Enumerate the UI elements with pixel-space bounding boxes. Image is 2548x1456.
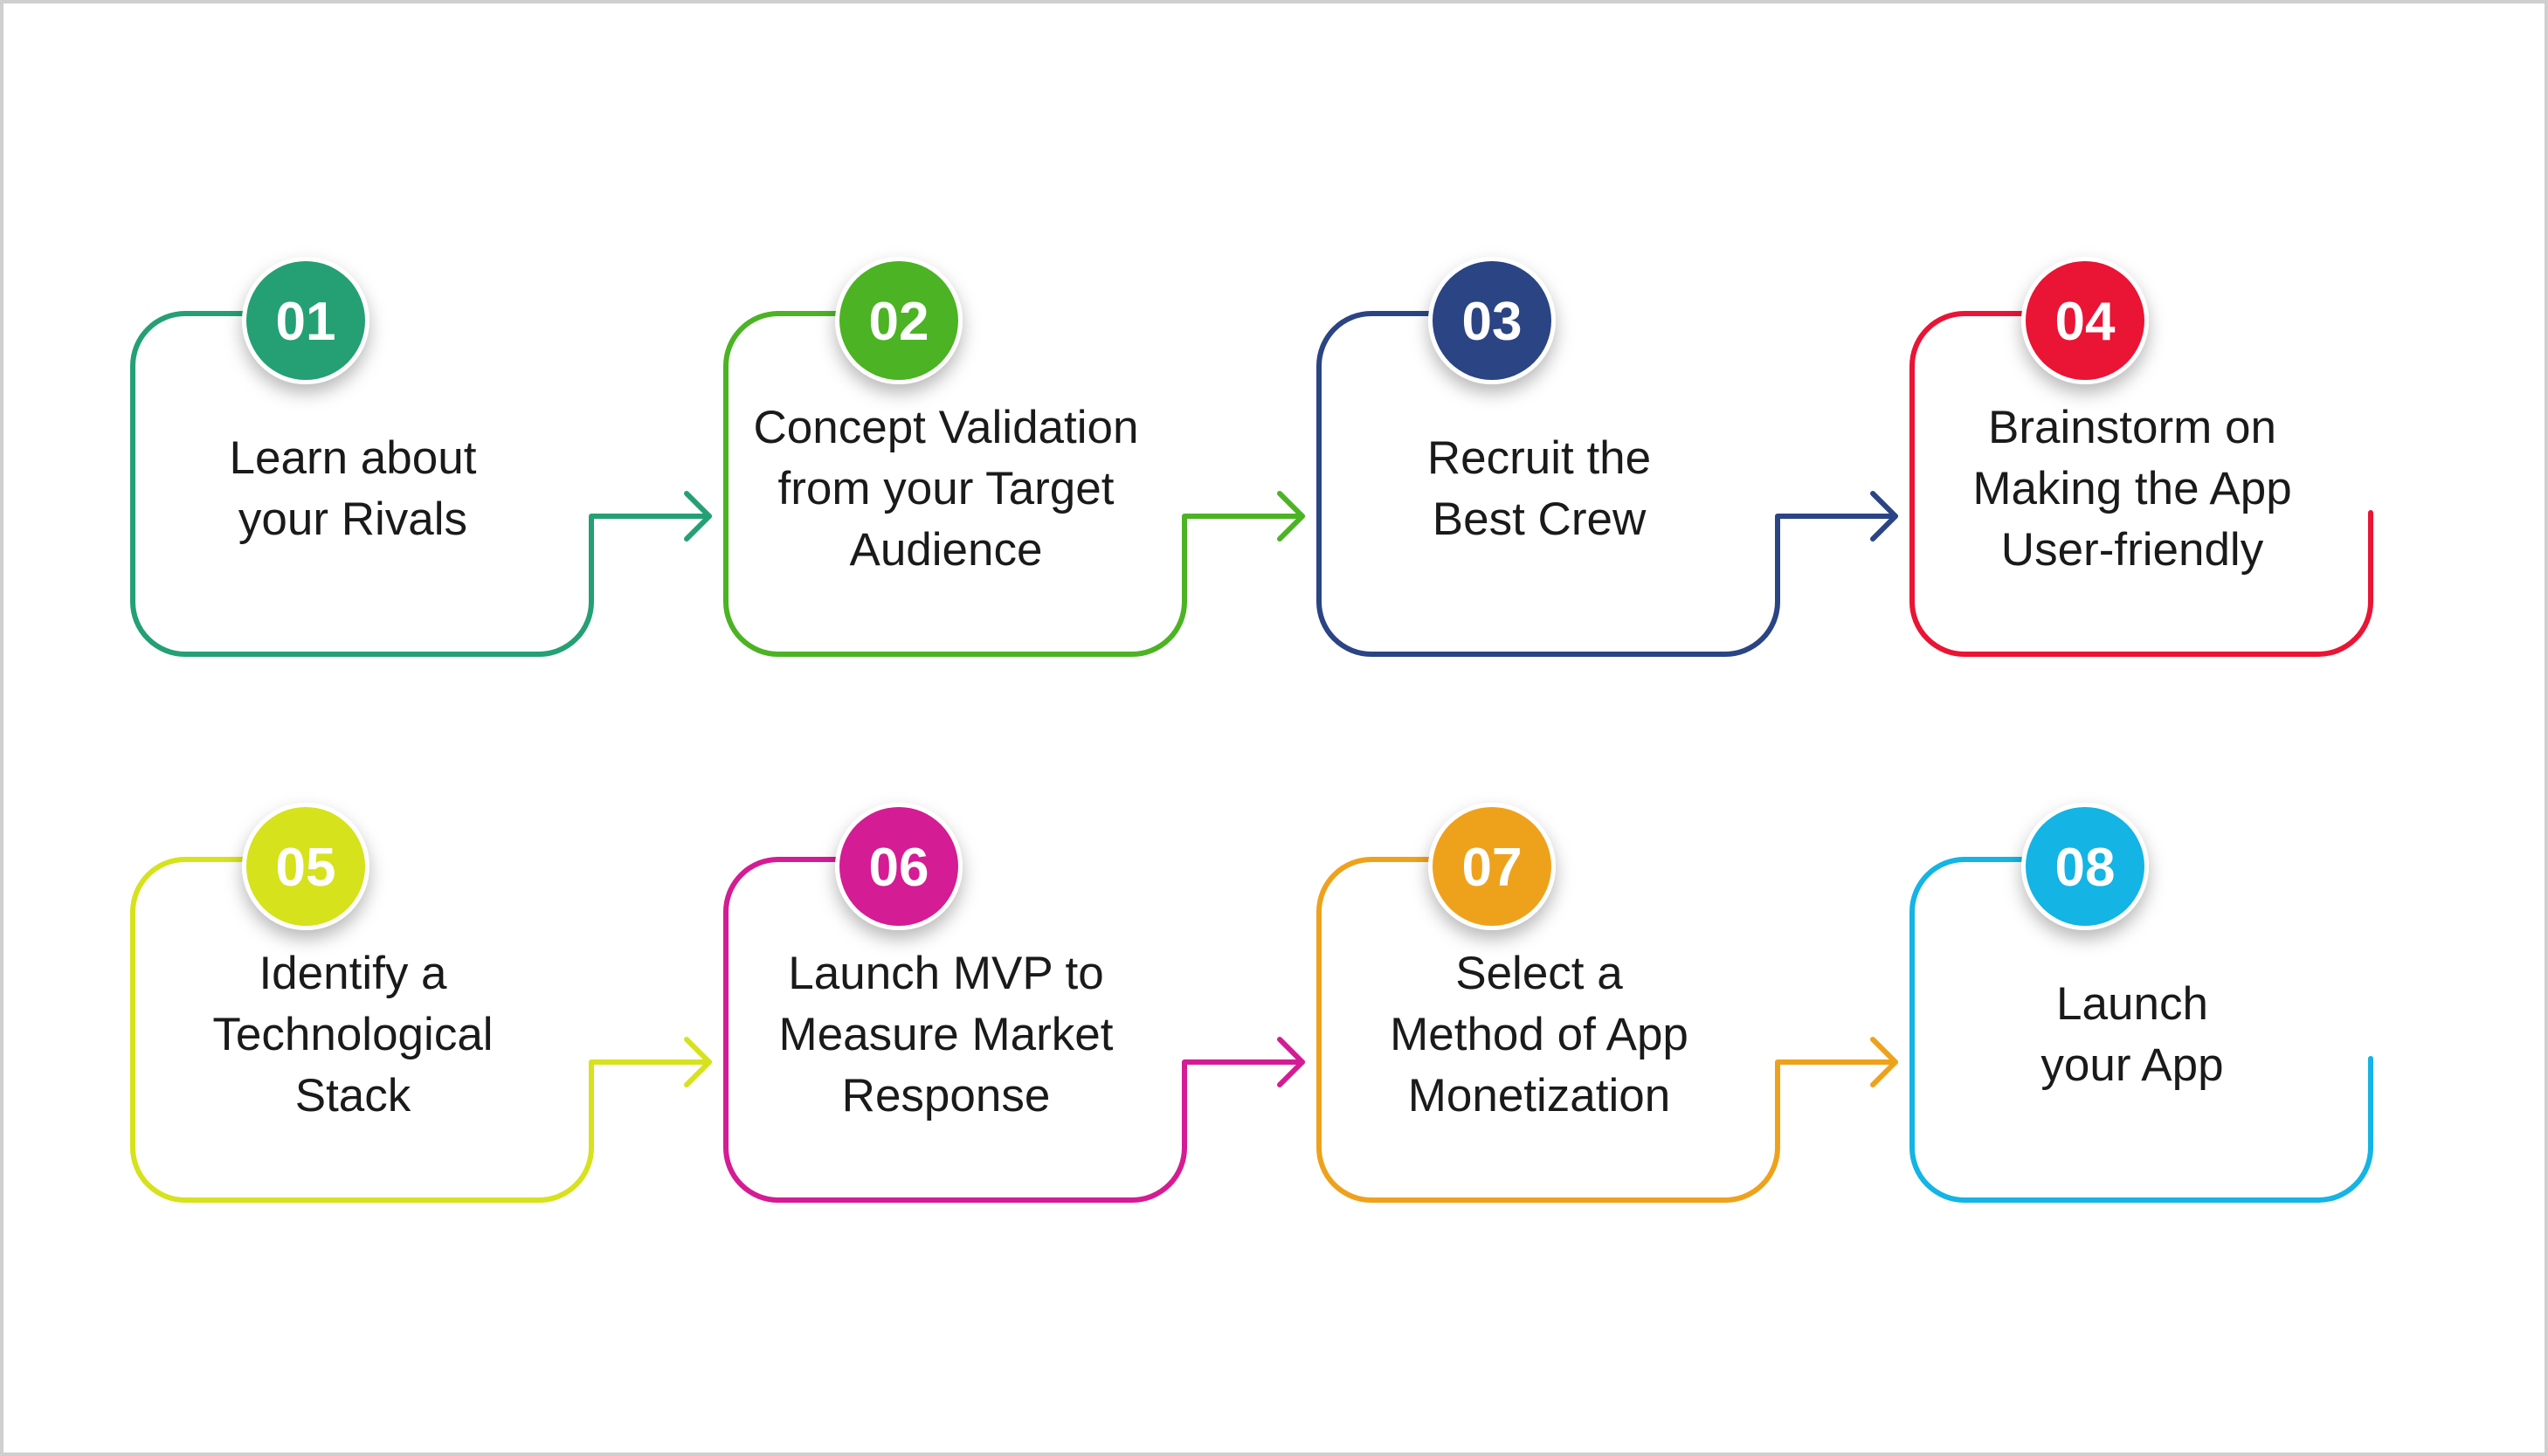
step-number: 01 <box>276 292 336 352</box>
step-label-line: Response <box>842 1070 1051 1121</box>
step-number: 06 <box>869 838 929 898</box>
step-label-line: Monetization <box>1408 1070 1671 1121</box>
step-outline <box>1909 311 2373 657</box>
step-label-line: Stack <box>295 1070 411 1121</box>
step-number: 08 <box>2055 838 2116 898</box>
step-number: 07 <box>1462 838 1523 898</box>
step-label-line: from your Target <box>778 463 1115 514</box>
step-label-line: Concept Validation <box>754 402 1139 453</box>
step-outline <box>723 311 1305 657</box>
step-label-line: User-friendly <box>2001 524 2264 576</box>
step-outline <box>1316 311 1898 657</box>
step-badge <box>1433 261 1551 380</box>
step-outline <box>723 857 1305 1203</box>
arrow-right-icon <box>1870 491 1898 542</box>
arrow-right-icon <box>1277 491 1305 542</box>
step-label-line: Identify a <box>259 948 447 999</box>
step-label-line: Launch MVP to <box>788 948 1103 999</box>
step-label-line: Learn about <box>230 432 477 484</box>
step-badge <box>839 261 958 380</box>
step-label-line: Select a <box>1455 948 1623 999</box>
step-label-line: Audience <box>849 524 1042 576</box>
step-badge <box>246 807 365 926</box>
step-label-line: Brainstorm on <box>1988 402 2276 453</box>
arrow-right-icon <box>684 1037 712 1087</box>
step-label-line: your Rivals <box>238 493 467 545</box>
step-badge <box>246 261 365 380</box>
step-label-line: your App <box>2040 1039 2223 1091</box>
arrow-right-icon <box>1277 1037 1305 1087</box>
step-badge <box>1433 807 1551 926</box>
step-badge <box>839 807 958 926</box>
arrow-right-icon <box>684 491 712 542</box>
step-outline <box>130 857 712 1203</box>
step-label-line: Measure Market <box>779 1009 1114 1060</box>
step-badge <box>2026 807 2144 926</box>
step-label-line: Recruit the <box>1427 432 1651 484</box>
step-outline <box>130 311 712 657</box>
step-badge <box>2026 261 2144 380</box>
step-outline <box>1316 857 1898 1203</box>
step-number: 03 <box>1462 292 1523 352</box>
step-outline <box>1909 857 2373 1203</box>
step-number: 02 <box>869 292 929 352</box>
step-label-line: Best Crew <box>1433 493 1647 545</box>
step-label-line: Making the App <box>1972 463 2291 514</box>
step-number: 04 <box>2055 292 2116 352</box>
step-label-line: Launch <box>2056 978 2208 1030</box>
step-label-line: Method of App <box>1390 1009 1688 1060</box>
step-label-line: Technological <box>212 1009 493 1060</box>
arrow-right-icon <box>1870 1037 1898 1087</box>
step-number: 05 <box>276 838 336 898</box>
